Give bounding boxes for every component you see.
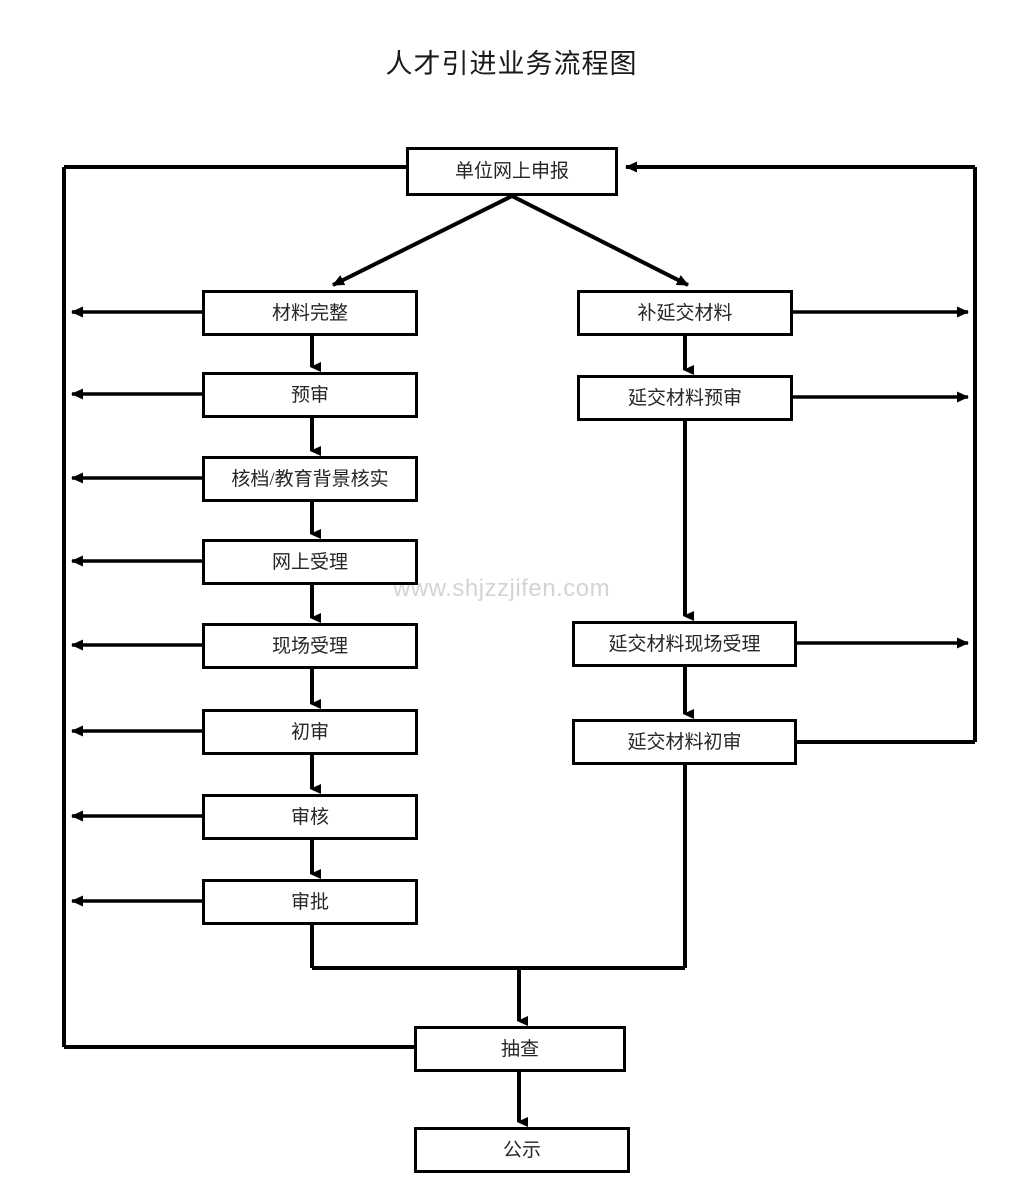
merge-connector [310, 765, 687, 1026]
node-late-materials-first-review[interactable]: 延交材料初审 [572, 719, 797, 765]
node-label: 公示 [502, 1139, 541, 1161]
node-label: 延交材料预审 [627, 387, 742, 409]
node-approval[interactable]: 审批 [202, 879, 418, 925]
node-label: 单位网上申报 [454, 161, 569, 182]
node-label: 审批 [290, 891, 329, 913]
node-late-materials-preliminary-review[interactable]: 延交材料预审 [577, 375, 793, 421]
page-title: 人才引进业务流程图 [385, 49, 638, 79]
watermark-text: www.shjzzjifen.com [393, 575, 611, 602]
node-label: 审核 [290, 806, 329, 828]
branch-fanout-arrows [332, 194, 689, 287]
node-label: 补延交材料 [637, 302, 733, 324]
node-label: 预审 [290, 384, 329, 406]
node-archive-education-verification[interactable]: 核档/教育背景核实 [202, 456, 418, 502]
right-return-rail [625, 161, 977, 744]
node-first-review[interactable]: 初审 [202, 709, 418, 755]
node-label: 网上受理 [271, 551, 348, 573]
node-onsite-acceptance[interactable]: 现场受理 [202, 623, 418, 669]
node-spot-check[interactable]: 抽查 [414, 1026, 626, 1072]
node-materials-complete[interactable]: 材料完整 [202, 290, 418, 336]
node-label: 延交材料现场受理 [608, 633, 761, 655]
node-supplementary-materials[interactable]: 补延交材料 [577, 290, 793, 336]
node-label: 材料完整 [271, 302, 348, 324]
node-label: 现场受理 [271, 635, 348, 657]
left-return-rail [62, 165, 414, 1049]
left-feedback-arrows [71, 306, 202, 907]
node-unit-online-application[interactable]: 单位网上申报 [406, 147, 618, 196]
node-verification[interactable]: 审核 [202, 794, 418, 840]
node-label: 延交材料初审 [627, 731, 742, 753]
node-label: 抽查 [500, 1038, 539, 1060]
node-preliminary-review[interactable]: 预审 [202, 372, 418, 418]
node-late-materials-onsite-acceptance[interactable]: 延交材料现场受理 [572, 621, 797, 667]
node-label: 核档/教育背景核实 [231, 468, 389, 490]
node-online-acceptance[interactable]: 网上受理 [202, 539, 418, 585]
node-publicity[interactable]: 公示 [414, 1127, 630, 1173]
node-label: 初审 [290, 721, 329, 743]
right-feedback-arrows [793, 306, 969, 649]
